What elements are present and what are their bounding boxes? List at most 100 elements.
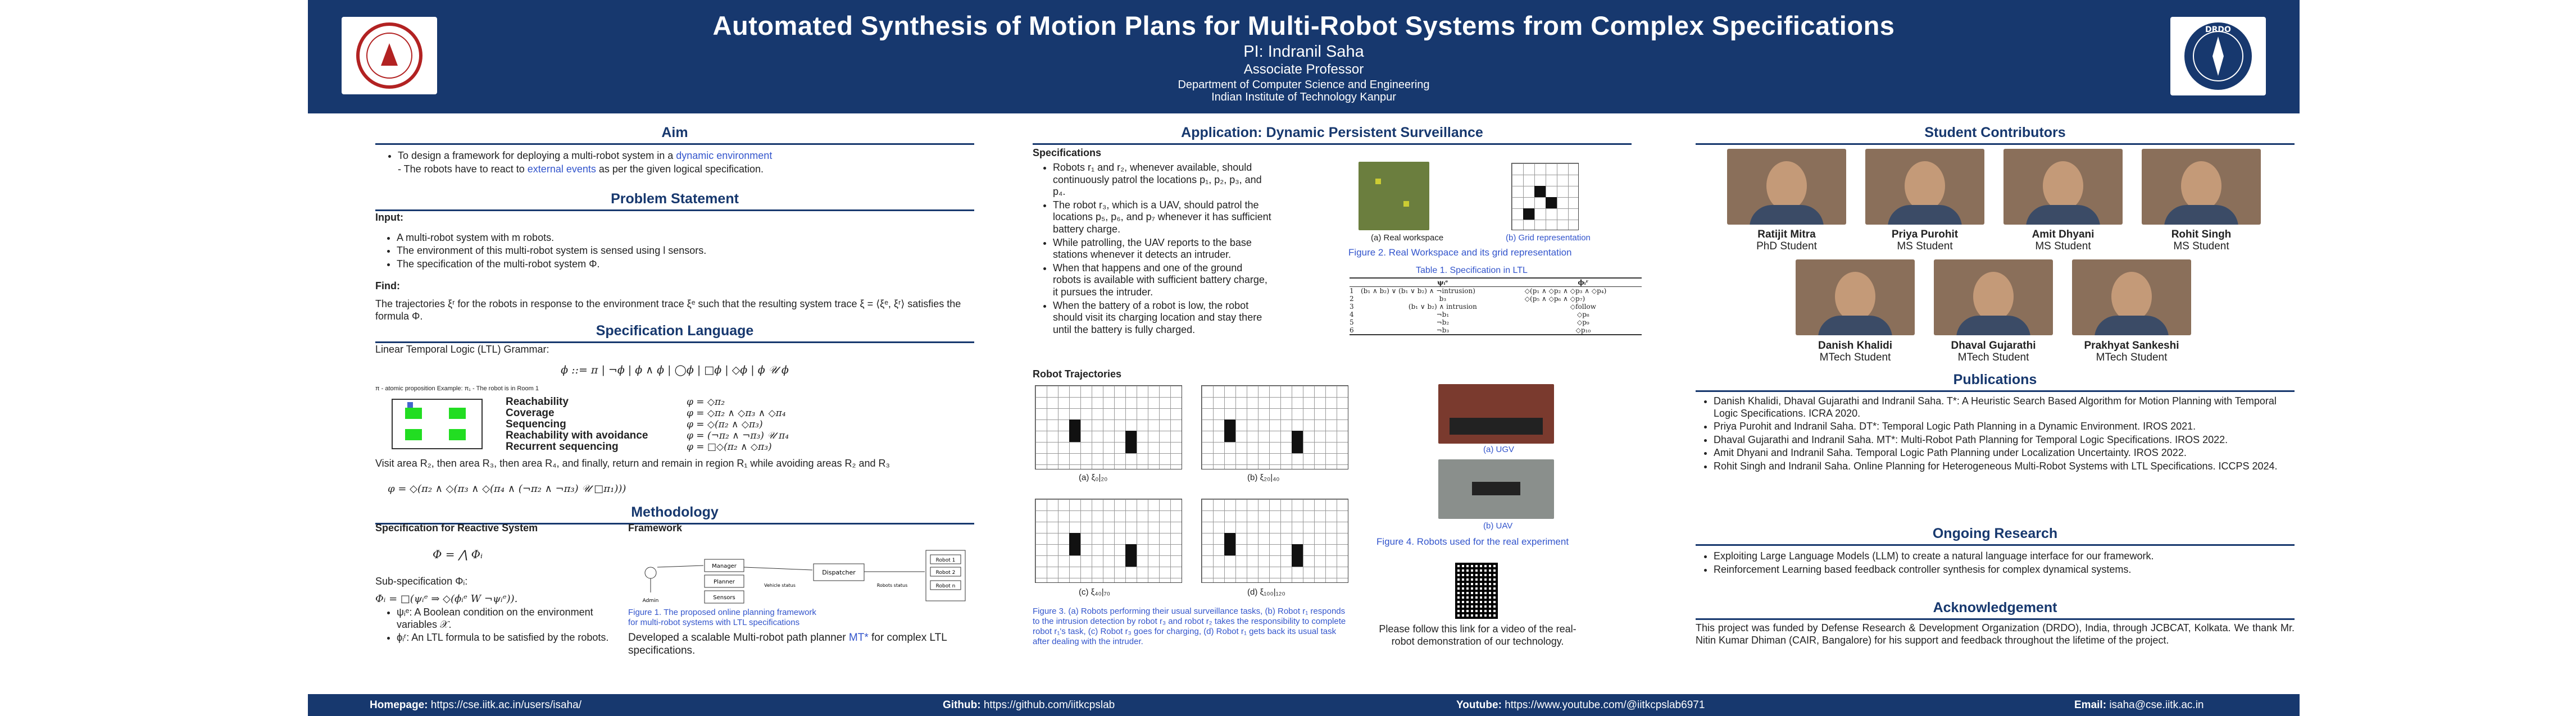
trajectory-a — [1035, 385, 1182, 469]
department: Department of Computer Science and Engin… — [1178, 79, 1430, 91]
sub-spec-label: Sub-specification Φᵢ: — [375, 576, 468, 587]
svg-text:Robot 2: Robot 2 — [936, 570, 956, 576]
drdo-logo: DRDO — [2170, 17, 2266, 95]
grammar-note: π - atomic proposition Example: π₁ - The… — [375, 385, 539, 392]
avatar — [2003, 149, 2123, 225]
qr-code[interactable] — [1455, 563, 1498, 619]
svg-text:Planner: Planner — [714, 579, 735, 585]
framework-diagram: Manager Planner Sensors Dispatcher Robot… — [643, 550, 966, 604]
institute: Indian Institute of Technology Kanpur — [1211, 91, 1396, 103]
find-label: Find: — [375, 280, 400, 292]
figure4-caption: Figure 4. Robots used for the real exper… — [1376, 536, 1569, 547]
pi-role: Associate Professor — [1243, 62, 1364, 77]
traj-cap-c: (c) ξ₄₀|₇₀ — [1079, 587, 1111, 597]
ltl-table: ψᵢᵉ ϕᵢʳ 1(b₁ ∧ b₂) ∨ (b₁ ∨ b₂) ∧ ¬intrus… — [1350, 277, 1642, 335]
grid-representation — [1511, 163, 1579, 230]
application-heading: Application: Dynamic Persistent Surveill… — [1033, 125, 1632, 145]
spec-example-text: Visit area R₂, then area R₃, then area R… — [375, 458, 890, 469]
aim-item-2: - The robots have to react to external e… — [398, 163, 764, 175]
spec-heading: Specification Language — [375, 323, 974, 343]
poster-footer: Homepage: https://cse.iitk.ac.in/users/i… — [308, 694, 2300, 716]
ack-heading: Acknowledgement — [1696, 600, 2295, 620]
avatar — [1865, 149, 1984, 225]
sub-spec-bullets: ψᵢᵉ: A Boolean condition on the environm… — [375, 606, 611, 645]
methodology-heading: Methodology — [375, 504, 974, 525]
svg-text:Admin: Admin — [643, 598, 659, 604]
ack-text: This project was funded by Defense Resea… — [1696, 622, 2295, 646]
uav-caption: (b) UAV — [1483, 521, 1513, 531]
research-list: Exploiting Large Language Models (LLM) t… — [1703, 550, 2293, 577]
avatar — [1727, 149, 1846, 225]
aim-body: To design a framework for deploying a mu… — [388, 150, 972, 175]
svg-text:Manager: Manager — [712, 563, 737, 569]
iitk-logo — [342, 17, 437, 94]
traj-cap-d: (d) ξ₁₀₀|₁₂₀ — [1247, 587, 1285, 597]
footer-youtube[interactable]: Youtube: https://www.youtube.com/@iitkcp… — [1456, 699, 1705, 711]
figure1-caption: Figure 1. The proposed online planning f… — [628, 608, 816, 627]
video-text: Please follow this link for a video of t… — [1379, 623, 1577, 647]
pattern-names: Reachability Coverage Sequencing Reachab… — [506, 396, 648, 453]
trajectory-b — [1201, 385, 1348, 469]
svg-text:Robot n: Robot n — [936, 583, 956, 589]
avatar — [1796, 259, 1915, 335]
footer-github[interactable]: Github: https://github.com/iitkcpslab — [943, 699, 1115, 711]
trajectory-d — [1201, 499, 1348, 583]
research-heading: Ongoing Research — [1696, 526, 2295, 546]
poster-header: Automated Synthesis of Motion Plans for … — [308, 0, 2300, 113]
sub-b: (b) Grid representation — [1506, 233, 1591, 243]
svg-text:Robot 1: Robot 1 — [936, 558, 956, 563]
find-text: The trajectories ξʳ for the robots in re… — [375, 298, 961, 322]
pattern-formulas: φ = ◇π₂ φ = ◇π₂ ∧ ◇π₃ ∧ ◇π₄ φ = ◇(π₂ ∧ ◇… — [687, 396, 789, 453]
sub-a: (a) Real workspace — [1371, 233, 1444, 243]
input-item: A multi-robot system with m robots. — [397, 232, 974, 244]
workspace-illustration — [392, 399, 483, 449]
ltl-grammar: ϕ ::= π | ¬ϕ | ϕ ∧ ϕ | ◯ϕ | □ϕ | ◇ϕ | ϕ … — [561, 364, 789, 376]
avatar — [1934, 259, 2053, 335]
avatar — [2142, 149, 2261, 225]
figure2-caption: Figure 2. Real Workspace and its grid re… — [1348, 247, 1572, 258]
footer-homepage[interactable]: Homepage: https://cse.iitk.ac.in/users/i… — [370, 699, 581, 711]
ugv-caption: (a) UGV — [1483, 445, 1515, 454]
framework-title: Framework — [628, 522, 683, 533]
figure3-caption: Figure 3. (a) Robots performing their us… — [1033, 606, 1346, 646]
contributors-heading: Student Contributors — [1696, 125, 2295, 145]
footer-email[interactable]: Email: isaha@cse.iitk.ac.in — [2074, 699, 2204, 711]
table1-caption: Table 1. Specification in LTL — [1416, 266, 1528, 275]
aim-item-1: To design a framework for deploying a mu… — [398, 150, 972, 162]
svg-text:Robots status: Robots status — [877, 583, 908, 588]
svg-text:Sensors: Sensors — [713, 595, 735, 601]
input-label: Input: — [375, 212, 403, 223]
application-spec-list: Robots r₁ and r₂, whenever available, sh… — [1043, 162, 1273, 337]
traj-cap-b: (b) ξ₂₀|₄₀ — [1247, 473, 1280, 482]
reactive-title: Specification for Reactive System — [375, 522, 538, 533]
problem-body: Input: A multi-robot system with m robot… — [375, 212, 974, 322]
input-item: The specification of the multi-robot sys… — [397, 258, 974, 271]
spec-example-formula: φ = ◇(π₂ ∧ ◇(π₃ ∧ ◇(π₄ ∧ (¬π₂ ∧ ¬π₃) 𝒰 □… — [388, 483, 626, 495]
uav-image — [1438, 459, 1554, 519]
input-item: The environment of this multi-robot syst… — [397, 245, 974, 257]
svg-text:Vehicle status: Vehicle status — [764, 583, 796, 588]
ugv-image — [1438, 384, 1554, 444]
pi-name: PI: Indranil Saha — [1243, 43, 1364, 61]
real-workspace-image — [1359, 162, 1429, 230]
trajectories-label: Robot Trajectories — [1033, 368, 1122, 380]
publications-list: Danish Khalidi, Dhaval Gujarathi and Ind… — [1703, 395, 2293, 474]
sub-spec-formula: Φᵢ = □(ψᵢᵉ ⇒ ◇(ϕᵢᵉ W ¬ψᵢᵉ)). — [375, 593, 518, 605]
problem-heading: Problem Statement — [375, 191, 974, 211]
trajectory-c — [1035, 499, 1182, 583]
svg-text:Dispatcher: Dispatcher — [822, 569, 856, 576]
publications-heading: Publications — [1696, 372, 2295, 392]
phi-formula: Φ = ⋀ Φᵢ — [433, 548, 483, 561]
poster-title: Automated Synthesis of Motion Plans for … — [712, 11, 1895, 40]
spec-intro: Linear Temporal Logic (LTL) Grammar: — [375, 344, 549, 355]
aim-heading: Aim — [375, 125, 974, 145]
drdo-logo-text: DRDO — [2205, 25, 2231, 34]
traj-cap-a: (a) ξ₀|₂₀ — [1079, 473, 1108, 482]
